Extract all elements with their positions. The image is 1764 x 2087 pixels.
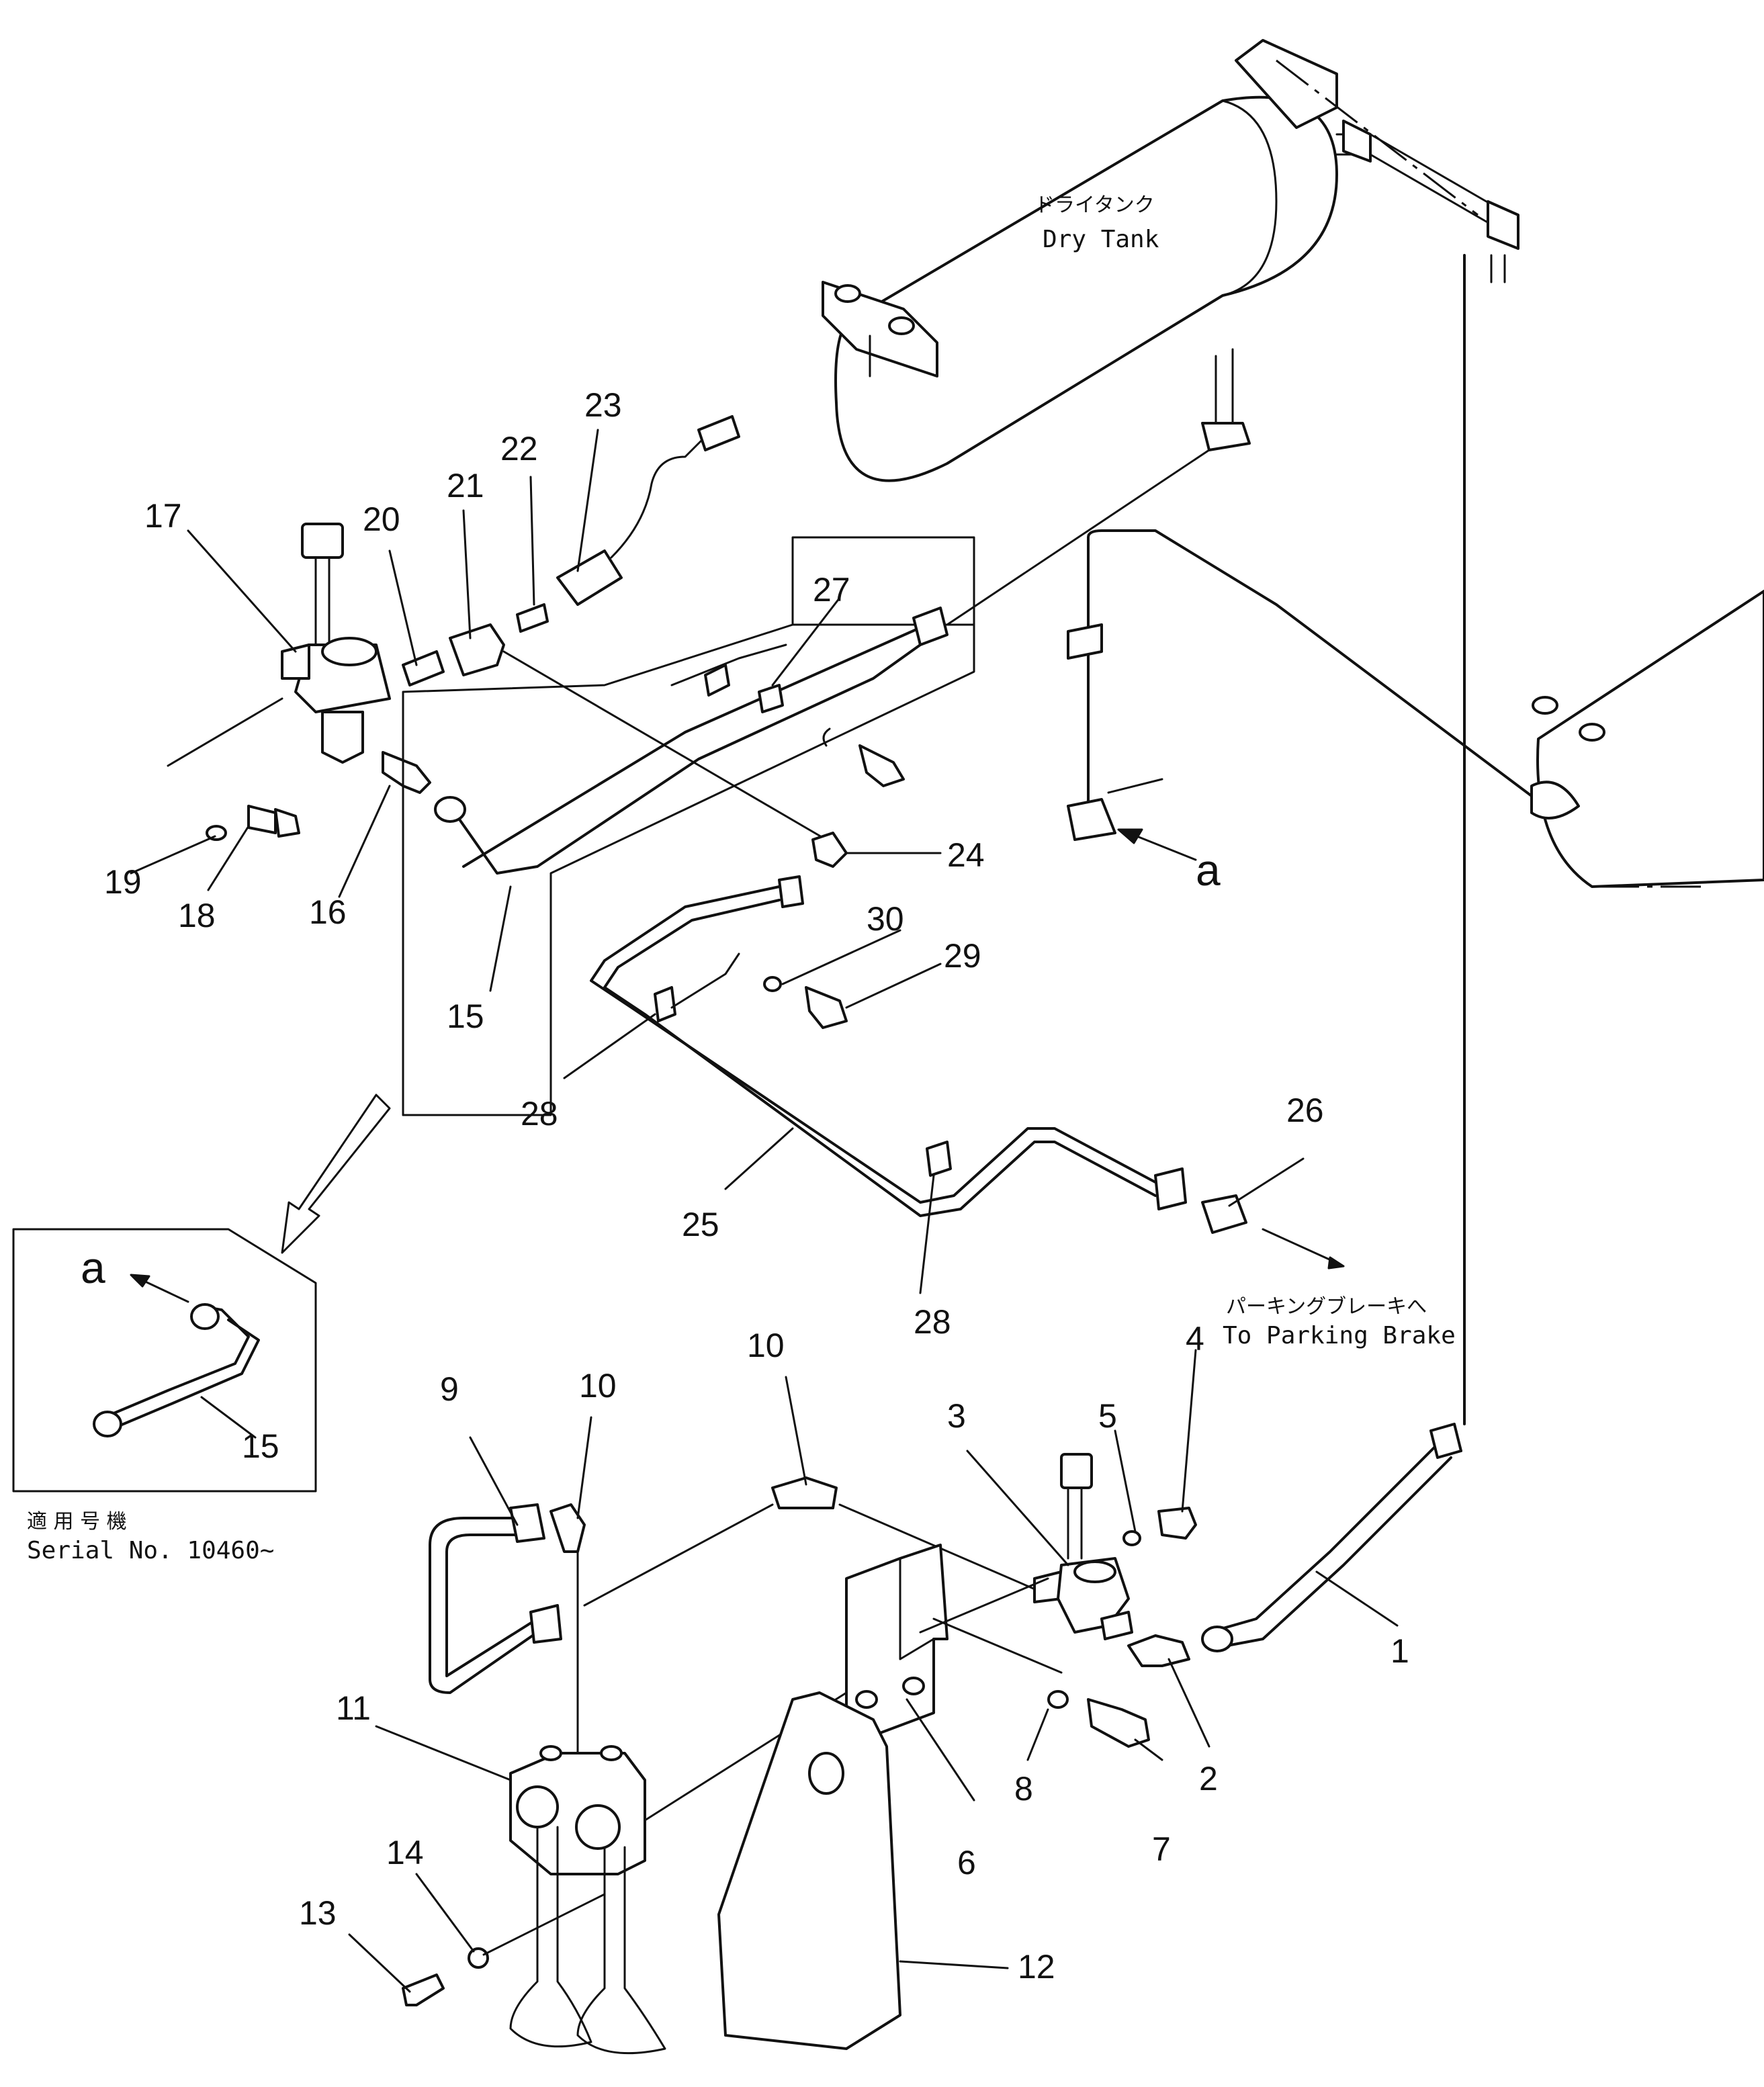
washer-30 xyxy=(763,976,782,992)
callout-1: 1 xyxy=(1391,1632,1409,1670)
washer-8 xyxy=(1047,1690,1069,1709)
inset-arrow xyxy=(281,1094,391,1254)
nipple-20 xyxy=(402,650,445,686)
elbow-10b xyxy=(771,1476,838,1509)
tee-21 xyxy=(449,623,505,676)
pipe-25 xyxy=(590,885,1170,1204)
washer-14 xyxy=(468,1947,489,1969)
callout-12: 12 xyxy=(1018,1948,1055,1986)
callout-22: 22 xyxy=(500,430,538,468)
callout-28a: 28 xyxy=(521,1095,558,1133)
clamp-28a xyxy=(654,986,676,1022)
callout-6: 6 xyxy=(957,1844,976,1881)
nipple-22 xyxy=(516,603,549,633)
serial-en-label: Serial No. 10460~ xyxy=(27,1537,274,1564)
elbow-16 xyxy=(382,751,431,794)
callout-5: 5 xyxy=(1098,1397,1117,1435)
pipe-1 xyxy=(1208,1443,1439,1634)
bolt-18 xyxy=(247,805,300,838)
washer-5 xyxy=(1122,1530,1141,1546)
callout-28b: 28 xyxy=(914,1303,951,1341)
callout-2: 2 xyxy=(1199,1760,1218,1797)
callout-30: 30 xyxy=(867,900,904,938)
valve-3 xyxy=(1033,1453,1133,1640)
callout-numbers: 17 20 21 22 23 27 19 18 16 15 24 30 29 2… xyxy=(104,386,1409,1986)
callout-13: 13 xyxy=(299,1894,337,1932)
callout-27: 27 xyxy=(813,571,850,609)
callout-11: 11 xyxy=(336,1689,371,1727)
solenoid-valve-17 xyxy=(167,523,391,767)
callout-17: 17 xyxy=(144,497,182,535)
callout-10a: 10 xyxy=(579,1367,617,1405)
ref-a-inset-label: a xyxy=(81,1243,105,1292)
callout-20: 20 xyxy=(363,500,400,538)
tank-link-pipe xyxy=(1087,529,1546,807)
callout-10b: 10 xyxy=(747,1327,785,1364)
serial-jp-label: 適 用 号 機 xyxy=(27,1510,127,1534)
dry-tank-jp-label: ドライタンク xyxy=(1034,193,1155,217)
plate-12 xyxy=(717,1691,901,2050)
parking-jp-label: パーキングブレーキへ xyxy=(1226,1295,1427,1319)
callout-9: 9 xyxy=(440,1370,459,1408)
ref-a-label: a xyxy=(1196,845,1221,895)
callout-4: 4 xyxy=(1186,1320,1204,1358)
washer-19 xyxy=(206,825,227,841)
callout-16: 16 xyxy=(309,893,347,931)
callout-29: 29 xyxy=(944,937,981,975)
bolt-13 xyxy=(402,1973,445,2006)
callout-18: 18 xyxy=(178,897,216,934)
callout-24: 24 xyxy=(947,836,985,874)
pressure-switch-23 xyxy=(556,415,740,606)
parking-en-label: To Parking Brake xyxy=(1223,1322,1456,1349)
callout-8: 8 xyxy=(1014,1770,1033,1808)
tube-9 xyxy=(429,1517,539,1694)
bolt-7 xyxy=(1087,1698,1150,1748)
dry-tank: ドライタンク Dry Tank xyxy=(822,39,1519,482)
dry-tank-en-label: Dry Tank xyxy=(1043,226,1159,253)
inset-box: a xyxy=(12,1228,317,1493)
callout-25: 25 xyxy=(682,1206,719,1243)
clamp-28b xyxy=(926,1141,952,1177)
elbow-24 xyxy=(811,832,848,868)
callout-23: 23 xyxy=(584,386,622,424)
callout-19: 19 xyxy=(104,863,142,901)
callout-3: 3 xyxy=(947,1397,966,1435)
bolt-4 xyxy=(1157,1507,1197,1540)
clamp-27 xyxy=(758,684,784,713)
callout-15b: 15 xyxy=(242,1427,279,1465)
screw-27 xyxy=(858,744,905,787)
fitting-26 xyxy=(1201,1194,1247,1234)
horn-11 xyxy=(509,1745,666,2055)
callout-7: 7 xyxy=(1152,1830,1171,1868)
pipe-15 xyxy=(449,643,922,875)
callout-21: 21 xyxy=(447,467,484,504)
elbow-2 xyxy=(1127,1634,1190,1667)
callout-15a: 15 xyxy=(447,997,484,1035)
second-tank xyxy=(1532,590,1764,888)
callout-14: 14 xyxy=(386,1834,424,1871)
bracket-6 xyxy=(845,1544,949,1734)
bolt-29 xyxy=(805,986,848,1029)
callout-leaders xyxy=(130,429,1399,1993)
callout-26: 26 xyxy=(1286,1092,1324,1129)
